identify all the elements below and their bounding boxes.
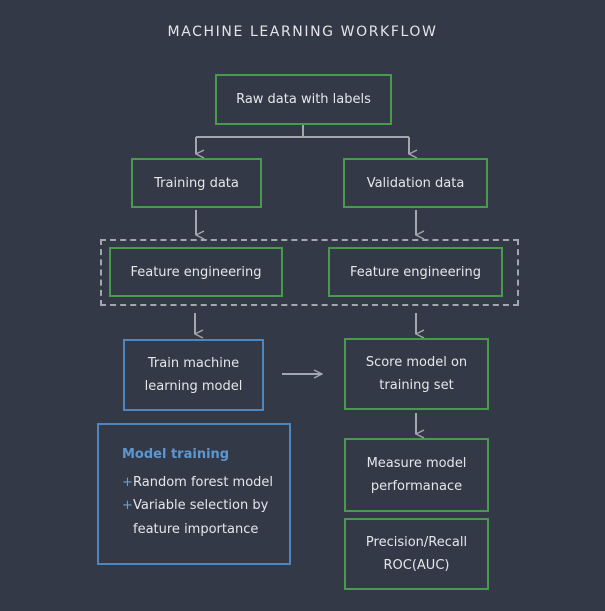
node-feature-engineering-right-label: Feature engineering	[349, 264, 482, 280]
model-training-item-text: Random forest model	[133, 474, 274, 490]
model-training-item-text-cont: feature importance	[133, 521, 259, 537]
node-training-data-label: Training data	[154, 175, 239, 191]
plus-icon: +	[122, 498, 133, 513]
node-raw-data: Raw data with labels	[215, 74, 392, 125]
node-validation-data: Validation data	[343, 158, 488, 208]
node-feature-engineering-left-label: Feature engineering	[130, 264, 262, 280]
node-feature-engineering-right: Feature engineering	[328, 247, 503, 297]
node-metrics-line2: ROC(AUC)	[383, 558, 450, 573]
node-raw-data-label: Raw data with labels	[236, 92, 371, 107]
node-measure-line1: Measure model	[366, 456, 467, 471]
node-measure-line2: performanace	[370, 479, 463, 494]
node-score-model: Score model on training set	[344, 338, 489, 410]
node-score-model-line2: training set	[379, 378, 454, 393]
node-validation-data-label: Validation data	[366, 175, 465, 191]
model-training-item: + Variable selection by feature importan…	[122, 494, 289, 541]
node-train-model: Train machine learning model	[123, 339, 264, 411]
node-metrics: Precision/Recall ROC(AUC)	[344, 518, 489, 590]
node-train-model-line1: Train machine	[147, 356, 240, 371]
node-metrics-line1: Precision/Recall	[365, 535, 468, 550]
feature-engineering-group	[100, 239, 519, 306]
node-score-model-line1: Score model on	[365, 355, 468, 370]
model-training-heading: Model training	[122, 447, 230, 462]
node-train-model-line2: learning model	[144, 379, 243, 394]
plus-icon: +	[122, 474, 133, 490]
node-feature-engineering-left: Feature engineering	[109, 247, 283, 297]
model-training-item-text: Variable selection by	[133, 498, 269, 513]
node-measure-performance: Measure model performanace	[344, 438, 489, 512]
node-training-data: Training data	[131, 158, 262, 208]
model-training-item: + Random forest model	[122, 471, 289, 495]
diagram-title: MACHINE LEARNING WORKFLOW	[167, 24, 438, 40]
model-training-panel: Model training + Random forest model + V…	[97, 423, 291, 565]
